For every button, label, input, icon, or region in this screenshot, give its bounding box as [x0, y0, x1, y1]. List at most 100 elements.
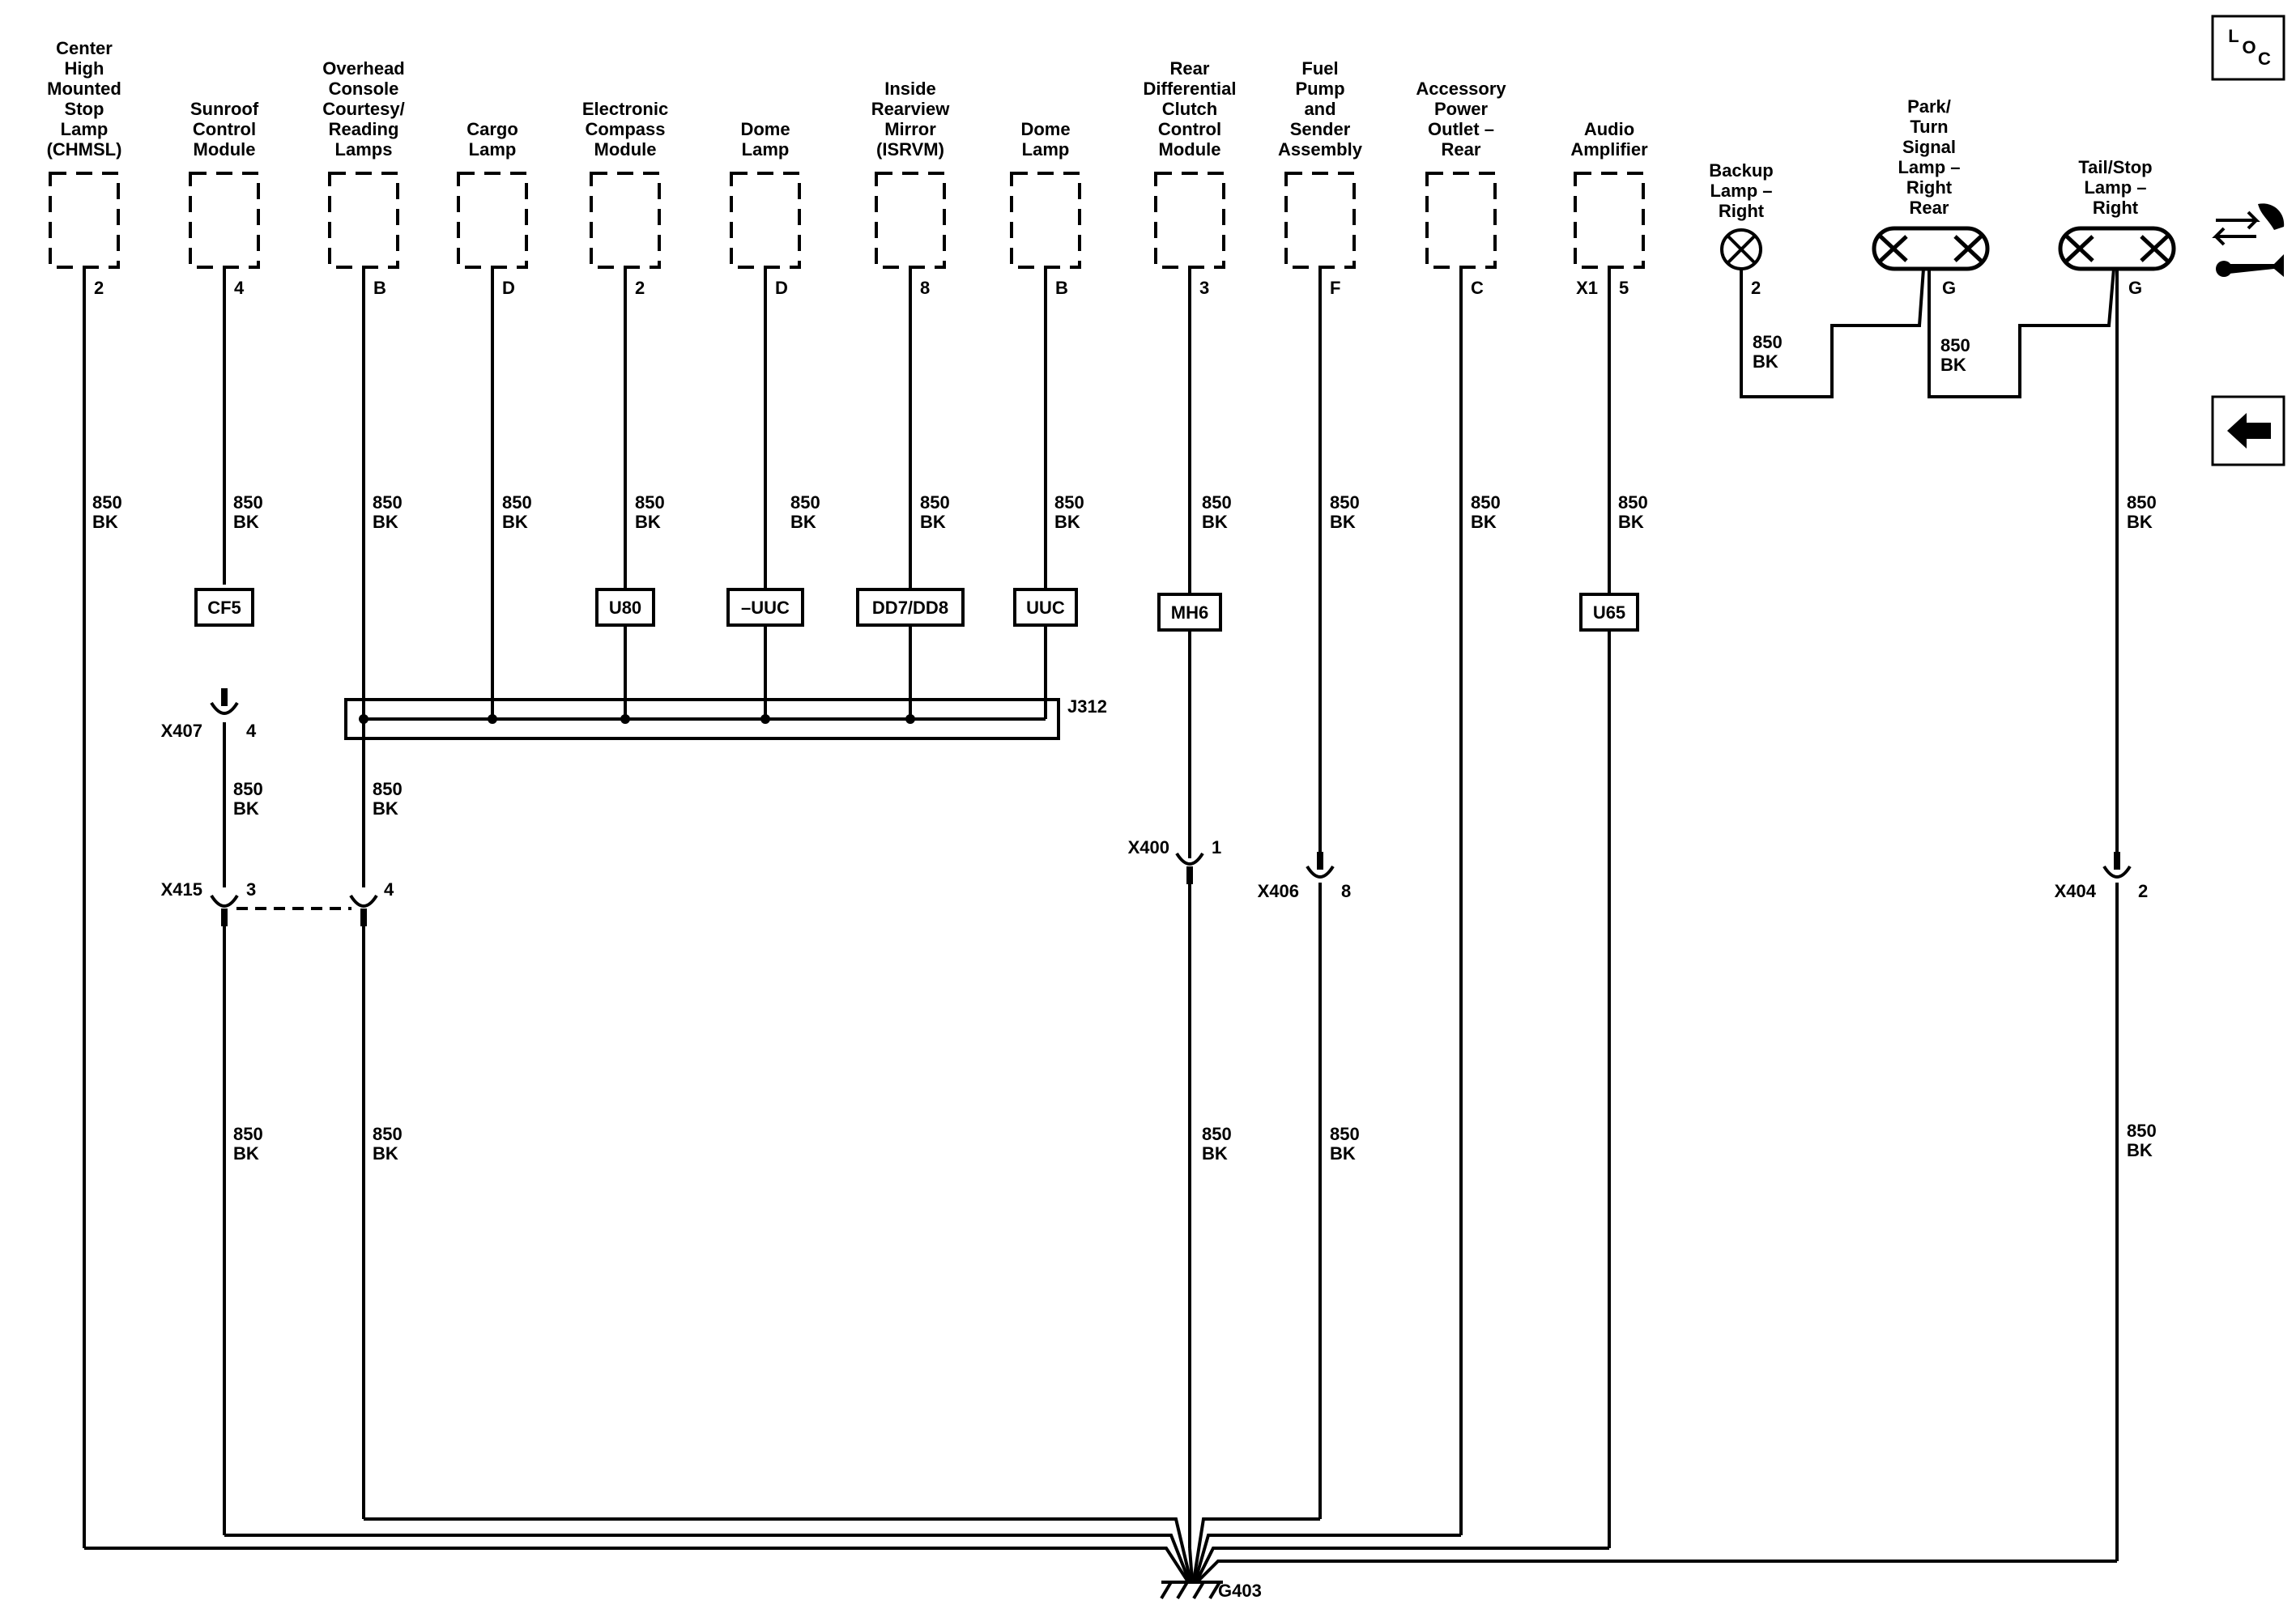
- backup-lamp-symbol: [1720, 228, 1762, 270]
- wire-circuit-label: 850: [1202, 492, 1232, 513]
- component-box: [590, 172, 661, 269]
- component-label: Lamp: [469, 139, 517, 160]
- wire-color-label: BK: [1054, 512, 1080, 532]
- inline-connector-symbol: [210, 894, 239, 926]
- component-label: Audio: [1584, 119, 1634, 139]
- component-label: Electronic: [582, 99, 668, 119]
- option-audio: U65: [1579, 593, 1639, 632]
- lamp-label: Tail/Stop: [2078, 157, 2152, 177]
- wire-circuit-label: 850: [2127, 1121, 2157, 1141]
- wire-backup: [1740, 268, 1925, 398]
- pin-label: F: [1330, 278, 1340, 298]
- option-code: U65: [1593, 602, 1625, 623]
- wire-circuit-label: 850: [1202, 1124, 1232, 1144]
- ground-g403-label: G403: [1218, 1581, 1262, 1601]
- connector-x404-label: X404: [2055, 881, 2097, 901]
- option-dome2: UUC: [1013, 588, 1078, 627]
- inline-connector-symbol: [349, 894, 378, 926]
- inline-connector-symbol: [210, 688, 239, 715]
- connector-x415-label: X415: [161, 879, 202, 900]
- wire-color-label: BK: [2127, 1140, 2153, 1160]
- component-label: Power: [1434, 99, 1488, 119]
- lamp-label: Park/: [1907, 96, 1951, 117]
- option-code: UUC: [1026, 598, 1065, 618]
- component-label: Reading: [329, 119, 399, 139]
- component-box: [730, 172, 801, 269]
- connector-x400-label: X400: [1128, 837, 1169, 857]
- bus-fuel: [1192, 1517, 1320, 1581]
- wire-color-label: BK: [1753, 351, 1778, 372]
- component-box: [875, 172, 946, 269]
- splice-dot: [359, 714, 368, 724]
- component-box: [1154, 172, 1225, 269]
- splice-dot: [760, 714, 770, 724]
- component-box: [1574, 172, 1645, 269]
- connector-x404-pin: 2: [2138, 881, 2148, 901]
- wire-color-label: BK: [373, 512, 398, 532]
- component-label: Stop: [65, 99, 104, 119]
- tail-lamp-symbol: [2058, 226, 2176, 271]
- connector-x406-pin: 8: [1341, 881, 1351, 901]
- component-label: Lamp: [742, 139, 790, 160]
- connector-x415-pin-b: 4: [384, 879, 394, 900]
- option-code: –UUC: [741, 598, 790, 618]
- wire-circuit-label: 850: [1940, 335, 1970, 355]
- inline-connector-symbol: [1306, 852, 1335, 879]
- option-mirror: DD7/DD8: [856, 588, 965, 627]
- component-label: Outlet –: [1428, 119, 1494, 139]
- component-label: Mounted: [47, 79, 121, 99]
- loc-letter-c: C: [2258, 49, 2271, 69]
- back-arrow-icon[interactable]: [2211, 395, 2285, 466]
- wire-park: [1928, 268, 2115, 398]
- component-label: Lamps: [335, 139, 393, 160]
- component-label: and: [1304, 99, 1335, 119]
- lamp-label: Signal: [1902, 137, 1956, 157]
- connector-x407-pin: 4: [246, 721, 257, 741]
- wire-color-label: BK: [233, 512, 259, 532]
- component-label: (ISRVM): [876, 139, 944, 160]
- component-label: Rear: [1170, 58, 1210, 79]
- component-label: Inside: [884, 79, 936, 99]
- wire-color-label: BK: [1330, 512, 1356, 532]
- component-label: Module: [1159, 139, 1221, 160]
- option-rdccm: MH6: [1157, 593, 1222, 632]
- service-tools-icon[interactable]: [2212, 203, 2285, 277]
- wire-circuit-label: 850: [1753, 332, 1783, 352]
- option-code: MH6: [1171, 602, 1208, 623]
- wire-circuit-label: 850: [92, 492, 122, 513]
- wire-circuit-label: 850: [373, 779, 403, 799]
- component-label: Dome: [1020, 119, 1070, 139]
- pin-label: B: [373, 278, 386, 298]
- wire-color-label: BK: [1618, 512, 1644, 532]
- option-sunroof: CF5: [194, 588, 254, 627]
- component-label: Console: [329, 79, 399, 99]
- location-icon[interactable]: L O C: [2211, 15, 2285, 81]
- splice-j312-box: [344, 698, 1060, 740]
- pin-label: 4: [234, 278, 245, 298]
- splice-dots: [359, 714, 915, 724]
- wire-color-label: BK: [373, 798, 398, 819]
- pin-label: G: [1942, 278, 1956, 298]
- component-label: Dome: [740, 119, 790, 139]
- component-box: [49, 172, 120, 269]
- pin-label: D: [775, 278, 788, 298]
- lamp-label: Lamp –: [1710, 181, 1772, 201]
- pin-label: B: [1055, 278, 1068, 298]
- pin-label: 8: [920, 278, 930, 298]
- wire-circuit-label: 850: [1471, 492, 1501, 513]
- connector-x415-pin: 3: [246, 879, 256, 900]
- component-label: Sunroof: [190, 99, 259, 119]
- component-label: Control: [1158, 119, 1221, 139]
- component-label: Module: [194, 139, 256, 160]
- lamp-label: Lamp –: [2084, 177, 2146, 198]
- component-label: Center: [56, 38, 113, 58]
